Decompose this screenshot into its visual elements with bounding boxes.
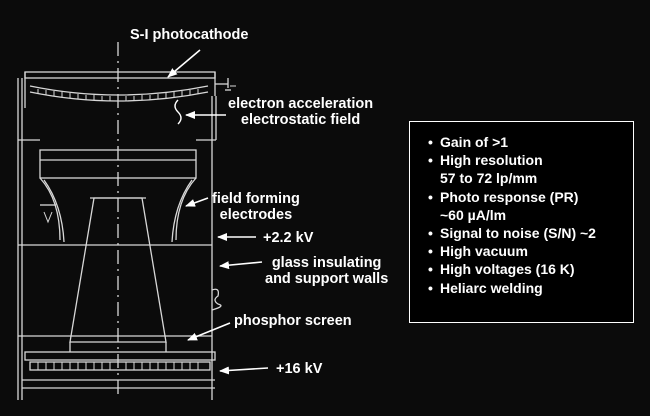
spec-text: High resolution (440, 152, 543, 169)
label-electrodes: field forming electrodes (212, 191, 300, 223)
label-electrodes-line2: electrodes (219, 207, 293, 223)
label-voltage-high: +16 kV (276, 361, 323, 377)
label-voltage-low: +2.2 kV (263, 230, 314, 246)
anode-cone (69, 197, 167, 352)
spec-item: •Heliarc welding (428, 279, 543, 296)
spec-subtext: ~60 µA/lm (440, 206, 507, 223)
arrow-phosphor (187, 322, 231, 341)
label-walls-line2: and support walls (265, 271, 389, 287)
spec-text: Gain of >1 (440, 134, 509, 150)
label-walls: glass insulating and support walls (265, 255, 388, 287)
label-acceleration: electron acceleration electrostatic fiel… (228, 96, 373, 128)
label-acceleration-line2: electrostatic field (240, 112, 361, 128)
spec-subtext: 57 to 72 lp/mm (440, 170, 538, 187)
arrow-electrodes (185, 197, 209, 207)
spec-text: High voltages (16 K) (440, 261, 575, 278)
spec-item: •Gain of >1 (428, 134, 509, 150)
arrow-voltage-high (219, 366, 269, 375)
spec-item: •High vacuum (428, 243, 528, 260)
spec-text: High vacuum (440, 243, 528, 260)
outer-envelope (17, 78, 222, 400)
field-forming-electrode (39, 149, 197, 243)
arrow-photocathode (167, 49, 201, 78)
label-phosphor: phosphor screen (234, 313, 352, 329)
top-window-assembly (24, 71, 236, 108)
acceleration-field-squiggle (174, 99, 182, 125)
spec-text: Signal to noise (S/N) ~2 (440, 225, 596, 242)
phosphor-screen-window (22, 351, 216, 389)
spec-item: •Photo response (PR)~60 µA/lm (428, 188, 633, 224)
label-photocathode: S-I photocathode (130, 27, 249, 43)
spec-item: •Signal to noise (S/N) ~2 (428, 225, 596, 242)
label-walls-line1: glass insulating (271, 255, 382, 271)
spec-text: Heliarc welding (440, 279, 543, 296)
spec-item: •High voltages (16 K) (428, 261, 575, 278)
spec-text: Photo response (PR) (440, 188, 579, 205)
label-electrodes-line1: field forming (212, 191, 300, 207)
label-acceleration-line1: electron acceleration (228, 96, 374, 112)
arrow-walls (219, 261, 263, 270)
